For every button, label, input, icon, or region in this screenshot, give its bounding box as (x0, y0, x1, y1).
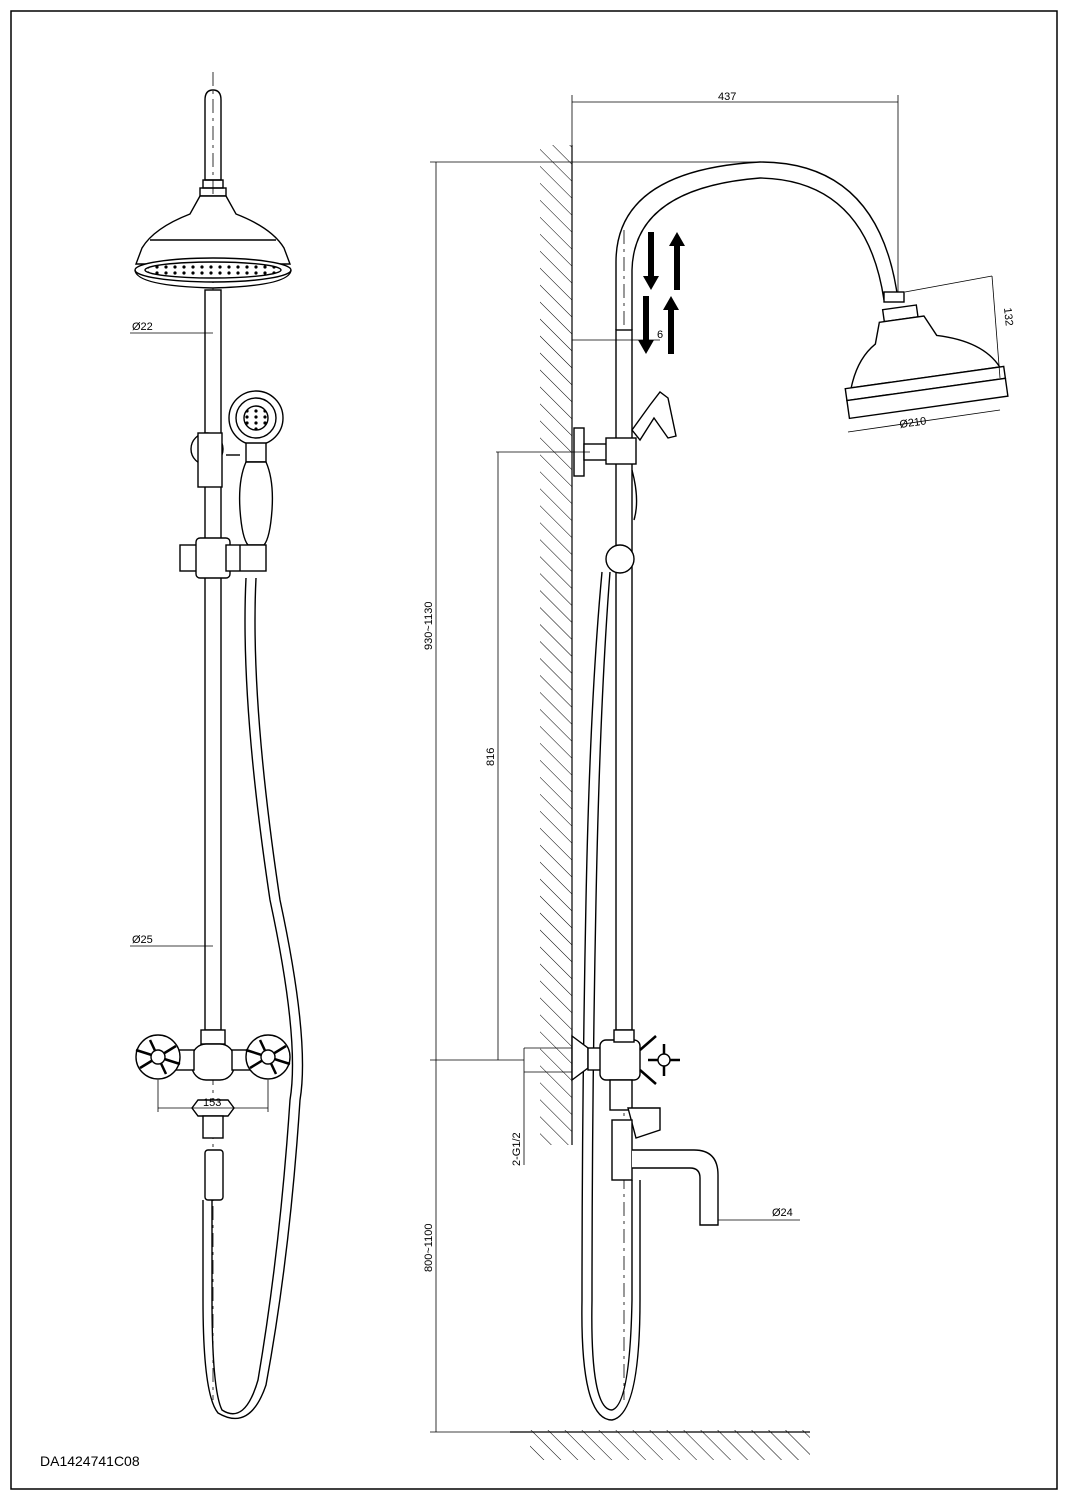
label-inlet-thread: 2-G1/2 (511, 1132, 523, 1166)
sheet-border (10, 10, 1058, 1490)
front-main-pipe (204, 289, 222, 1031)
top-riser-pipe (204, 89, 222, 181)
side-arm-inner (615, 161, 899, 330)
drawing-code: DA1424741C08 (40, 1453, 140, 1469)
side-mixer (571, 1029, 680, 1085)
front-hose-outer (202, 577, 304, 1420)
label-head-diameter: Ø210 (899, 415, 927, 431)
label-spout-diameter: Ø24 (772, 1207, 793, 1219)
front-right-handle (245, 1034, 291, 1080)
floor-hatching (530, 1430, 810, 1460)
front-hose (211, 577, 294, 1415)
flow-arrows (638, 232, 685, 354)
label-valve-centers: 153 (203, 1097, 221, 1109)
wall-hatching (540, 145, 572, 1145)
side-shower-head (844, 304, 1009, 420)
side-arm-outer (631, 177, 885, 330)
side-view (430, 95, 1009, 1433)
front-diverter-spout (191, 1099, 235, 1201)
dim-210-line (847, 409, 1001, 433)
side-hand-shower (631, 391, 677, 521)
side-main-pipe (615, 329, 633, 1031)
label-total-height: 930~1130 (423, 602, 435, 650)
label-top-pipe-diameter: Ø22 (132, 321, 153, 333)
front-slide-bar-bracket (179, 537, 267, 579)
arm-end-nut (883, 291, 905, 303)
front-left-handle (135, 1034, 181, 1080)
dim-132-line (991, 275, 1001, 379)
label-head-height: 132 (1001, 307, 1015, 327)
front-shower-head (134, 195, 292, 289)
label-arm-reach: 437 (718, 91, 736, 103)
front-hand-shower (190, 390, 284, 546)
side-slider (605, 544, 635, 574)
label-mount-height: 800~1100 (423, 1224, 435, 1272)
label-lower-pipe-diameter: Ø25 (132, 934, 153, 946)
label-height-adjust: 6 (657, 329, 663, 341)
front-view (130, 72, 304, 1420)
label-bracket-height: 816 (485, 748, 497, 766)
side-hose (591, 571, 633, 1411)
side-spout (609, 1079, 719, 1226)
